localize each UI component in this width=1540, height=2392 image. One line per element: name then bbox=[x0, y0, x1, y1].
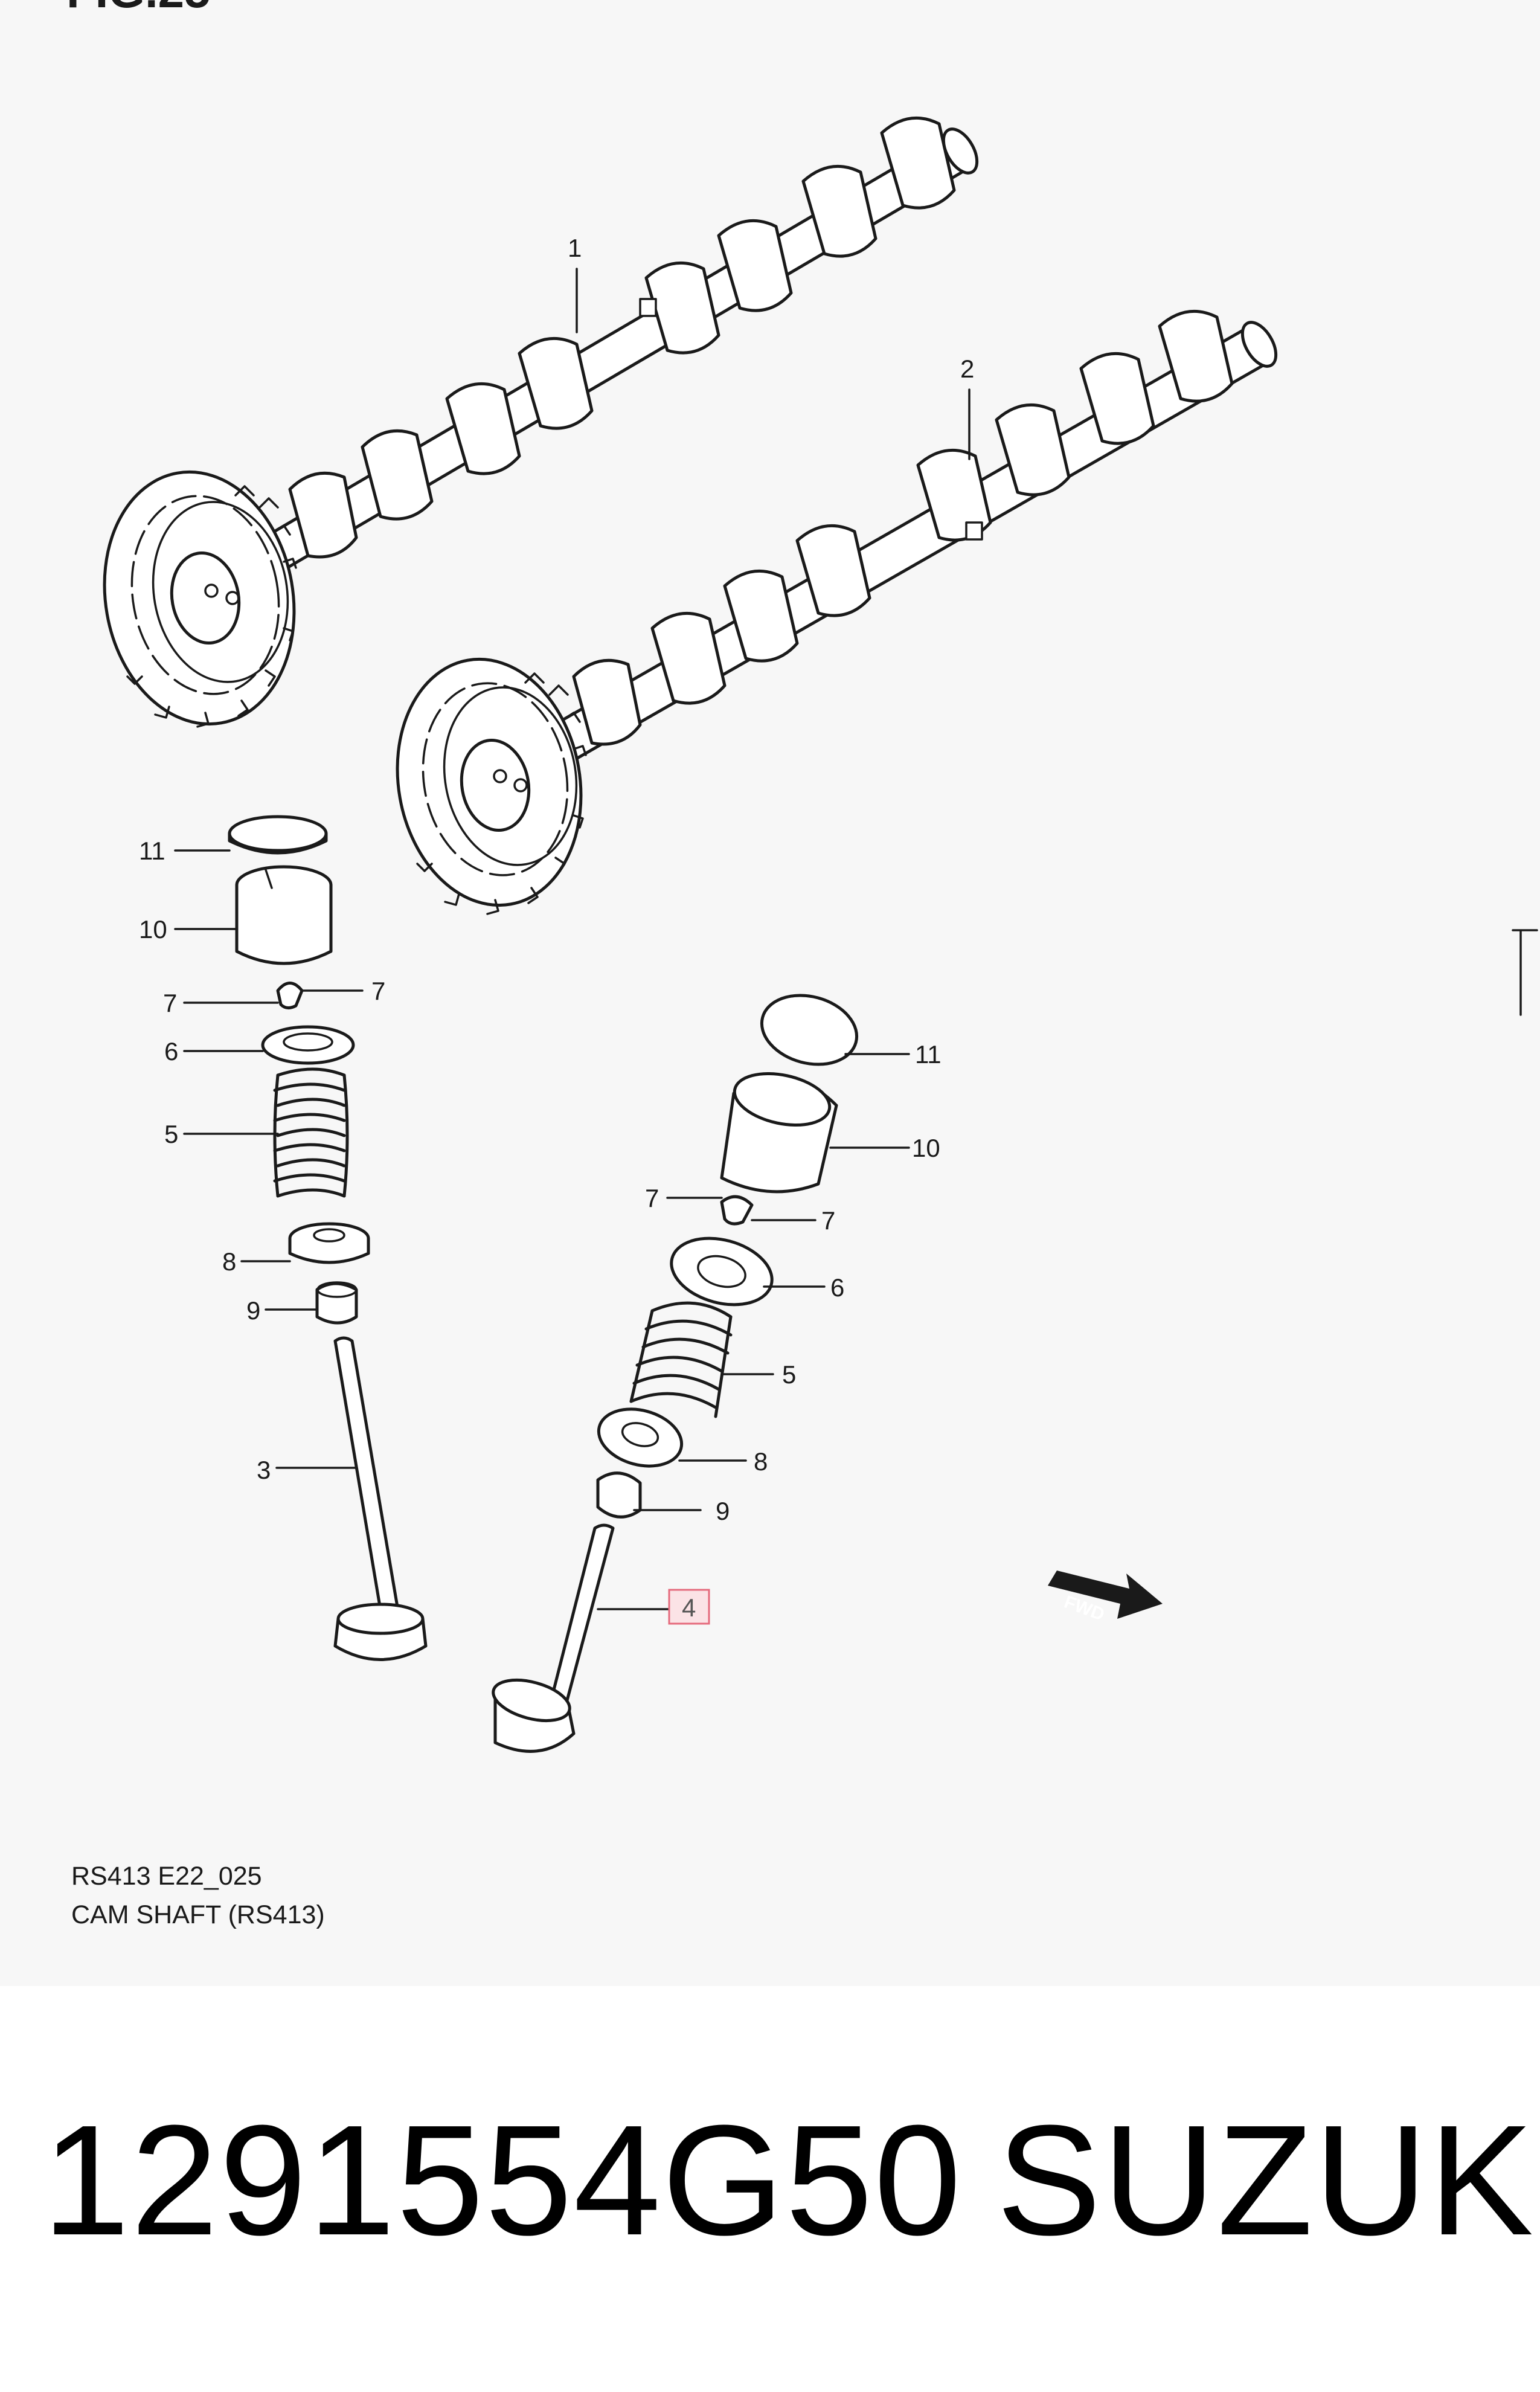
callout-9-left[interactable]: 9 bbox=[246, 1296, 260, 1325]
callout-8-left[interactable]: 8 bbox=[222, 1247, 236, 1276]
callout-7-left-b[interactable]: 7 bbox=[371, 977, 385, 1005]
callout-1[interactable]: 1 bbox=[568, 234, 582, 262]
right-valve-assembly bbox=[492, 994, 859, 1753]
callouts: 1 2 3 4 5 5 6 6 7 7 7 7 8 8 9 9 10 10 11… bbox=[139, 234, 974, 1625]
left-valve-assembly bbox=[228, 815, 428, 1661]
camshaft-2 bbox=[396, 309, 1278, 915]
callout-5-right[interactable]: 5 bbox=[782, 1360, 796, 1389]
parts-diagram-sheet: FIG.25 bbox=[66, 0, 1538, 1929]
callout-8-right[interactable]: 8 bbox=[754, 1447, 768, 1476]
forward-direction-arrow: FWD bbox=[1048, 1571, 1163, 1625]
callout-6-left[interactable]: 6 bbox=[164, 1037, 178, 1066]
callout-5-left[interactable]: 5 bbox=[164, 1120, 178, 1148]
callout-10-left[interactable]: 10 bbox=[139, 915, 167, 944]
callout-4-highlight bbox=[668, 1589, 710, 1625]
camshaft-1 bbox=[103, 116, 979, 728]
product-footer bbox=[0, 1986, 1540, 2392]
leader-lines bbox=[174, 268, 971, 1610]
figure-title: FIG.25 bbox=[66, 0, 210, 18]
callout-3[interactable]: 3 bbox=[257, 1456, 271, 1484]
callout-11-right[interactable]: 11 bbox=[915, 1040, 942, 1069]
figure-code: RS413 E22_025 bbox=[71, 1862, 262, 1891]
callout-4[interactable]: 4 bbox=[682, 1593, 696, 1622]
callout-7-right-a[interactable]: 7 bbox=[645, 1184, 659, 1212]
callout-11-left[interactable]: 11 bbox=[139, 837, 165, 865]
callout-7-right-b[interactable]: 7 bbox=[821, 1206, 835, 1235]
callout-2[interactable]: 2 bbox=[960, 355, 974, 383]
callout-7-left-a[interactable]: 7 bbox=[163, 989, 177, 1017]
callout-6-right[interactable]: 6 bbox=[830, 1273, 844, 1302]
figure-name: CAM SHAFT (RS413) bbox=[71, 1900, 325, 1929]
camshaft-exploded-diagram: FIG.25 bbox=[66, 0, 1538, 1753]
part-number: 1291554G50 bbox=[42, 2093, 963, 2268]
brand-name: SUZUKI bbox=[996, 2093, 1540, 2268]
callout-10-right[interactable]: 10 bbox=[912, 1134, 940, 1162]
callout-9-right[interactable]: 9 bbox=[716, 1497, 730, 1525]
